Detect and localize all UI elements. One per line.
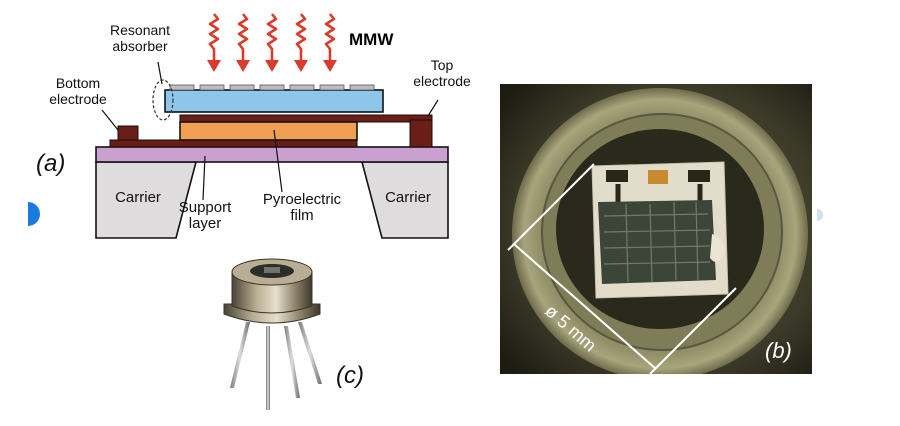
chip-contact-left — [606, 170, 628, 182]
chip-contact-right — [688, 170, 710, 182]
panel-label-a: (a) — [36, 150, 66, 177]
mmw-arrow-heads — [207, 60, 337, 72]
right-accent-dot — [817, 209, 823, 221]
support-layer-label-line1: Support — [178, 199, 232, 216]
bottom-electrode-label-line2: electrode — [49, 91, 107, 107]
mmw-label: MMW — [349, 30, 394, 49]
chip-contact-center — [648, 170, 668, 184]
diameter-indicator — [507, 163, 737, 374]
bottom-electrode-shape — [109, 139, 358, 148]
top-electrode-label-line2: electrode — [413, 73, 471, 89]
carrier-right-label: Carrier — [385, 189, 431, 206]
support-layer-shape — [95, 146, 449, 163]
panel-label-b: (b) — [765, 338, 792, 363]
bottom-electrode-pad — [117, 125, 139, 141]
panel-label-c: (c) — [336, 362, 364, 389]
resonant-absorber-label-line2: absorber — [112, 38, 168, 54]
pyroelectric-film-label-line1: Pyroelectric — [262, 191, 342, 208]
to-can-photo — [223, 258, 322, 410]
carrier-left-label: Carrier — [115, 189, 161, 206]
pyroelectric-film-shape — [179, 121, 358, 141]
top-electrode-shape — [179, 114, 433, 123]
top-electrode-pad — [409, 119, 433, 148]
left-accent-dot — [28, 202, 40, 226]
pyroelectric-film-label: Pyroelectric film — [252, 192, 352, 224]
resonant-absorber-label-line1: Resonant — [110, 22, 170, 38]
leader-lines — [101, 61, 439, 201]
top-electrode-label-line1: Top — [430, 57, 454, 73]
cross-section-diagram — [95, 13, 449, 239]
bottom-electrode-label: Bottom electrode — [30, 75, 126, 107]
sensor-chip-photo — [500, 84, 812, 374]
resonant-absorber-shape — [164, 89, 384, 113]
mmw-arrows — [208, 13, 336, 62]
absorber-metal-pattern — [169, 84, 375, 91]
absorber-highlight-ellipse — [152, 79, 174, 121]
top-electrode-label: Top electrode — [394, 57, 490, 89]
support-layer-label: Support layer — [170, 200, 240, 232]
support-layer-label-line2: layer — [188, 215, 222, 232]
bottom-electrode-label-line1: Bottom — [55, 75, 101, 91]
to-can-leads — [230, 322, 322, 410]
pyroelectric-film-label-line2: film — [290, 207, 314, 224]
resonant-absorber-label: Resonant absorber — [92, 22, 188, 54]
